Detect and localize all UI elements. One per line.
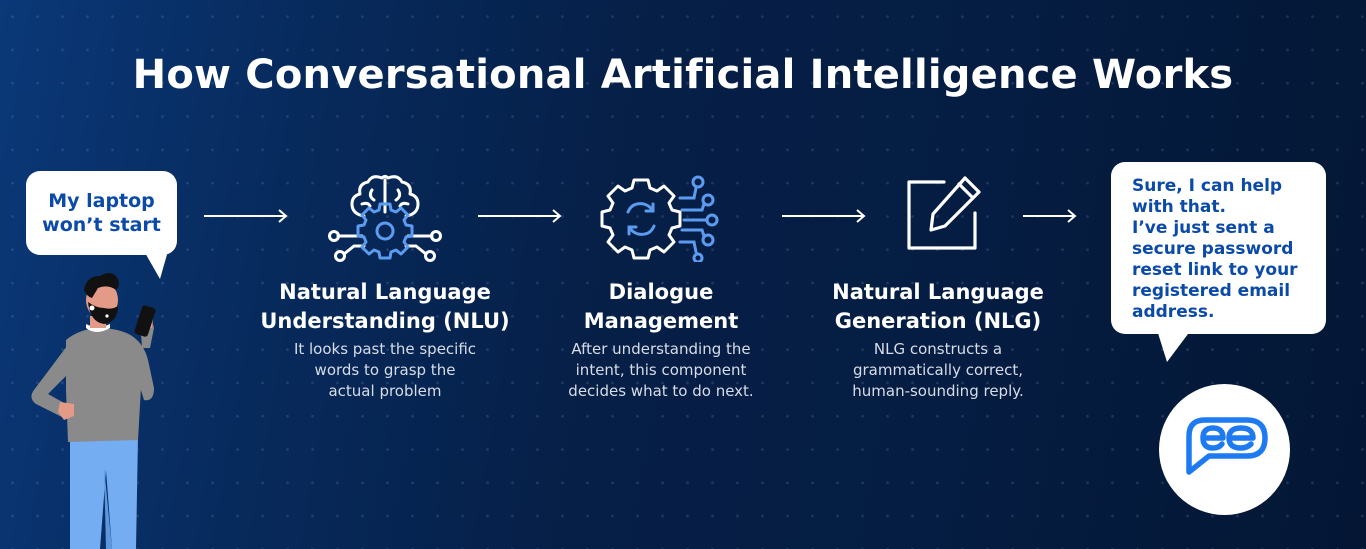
step-description: NLG constructs a grammatically correct, … xyxy=(808,339,1068,402)
step-dialogue-management: Dialogue Management After understanding … xyxy=(531,172,791,402)
gear-refresh-circuit-icon xyxy=(600,175,719,262)
step-description-line: After understanding the xyxy=(571,340,751,358)
bubble-tail xyxy=(1157,330,1191,362)
step-description-line: NLG constructs a xyxy=(873,340,1003,358)
step-nlu: Natural Language Understanding (NLU) It … xyxy=(245,172,525,402)
step-heading-line: Understanding (NLU) xyxy=(260,309,510,333)
brain-gear-icon xyxy=(328,175,442,262)
ee-chat-logo-icon xyxy=(1186,417,1268,475)
step-description-line: words to grasp the xyxy=(314,361,456,379)
arrow-right-icon xyxy=(204,209,288,223)
bot-message-line: I’ve just sent a xyxy=(1132,218,1275,238)
step-description: After understanding the intent, this com… xyxy=(531,339,791,402)
person-holding-phone-icon xyxy=(31,273,156,549)
step-heading-line: Management xyxy=(583,309,739,333)
edit-pencil-icon xyxy=(907,176,981,250)
user-speech-bubble: My laptop won’t start xyxy=(26,171,177,279)
step-heading-line: Natural Language xyxy=(832,280,1044,304)
step-description-line: It looks past the specific xyxy=(293,340,477,358)
bubble-tail xyxy=(144,251,168,279)
step-description-line: intent, this component xyxy=(575,361,747,379)
bot-message-line: secure password xyxy=(1132,239,1294,259)
arrow-right-icon xyxy=(1023,209,1077,223)
step-heading: Natural Language Understanding (NLU) xyxy=(245,278,525,336)
step-description-line: actual problem xyxy=(328,382,442,400)
step-heading-line: Natural Language xyxy=(279,280,491,304)
bot-avatar xyxy=(1159,384,1290,515)
person-illustration xyxy=(20,270,170,549)
arrow-right-icon xyxy=(478,209,562,223)
step-heading-line: Dialogue xyxy=(608,280,714,304)
step-description-line: decides what to do next. xyxy=(568,382,754,400)
bot-message-line: reset link to your xyxy=(1132,260,1298,280)
bot-message-line: address. xyxy=(1132,302,1215,322)
step-description-line: grammatically correct, xyxy=(852,361,1024,379)
step-description: It looks past the specific words to gras… xyxy=(245,339,525,402)
user-message-line: won’t start xyxy=(42,214,161,236)
bot-message-line: Sure, I can help xyxy=(1132,176,1283,196)
step-description-line: human-sounding reply. xyxy=(852,382,1024,400)
step-heading: Natural Language Generation (NLG) xyxy=(808,278,1068,336)
flow-arrow-4 xyxy=(1023,209,1077,223)
bot-speech-bubble: Sure, I can help with that. I’ve just se… xyxy=(1111,162,1326,362)
step-heading: Dialogue Management xyxy=(531,278,791,336)
bot-message-line: with that. xyxy=(1132,197,1226,217)
flow-arrow-3 xyxy=(782,209,866,223)
flow-arrow-2 xyxy=(478,209,562,223)
step-heading-line: Generation (NLG) xyxy=(834,309,1042,333)
bot-message-line: registered email xyxy=(1132,281,1291,301)
page-title: How Conversational Artificial Intelligen… xyxy=(132,52,1234,98)
user-message-line: My laptop xyxy=(48,190,155,212)
step-nlg: Natural Language Generation (NLG) NLG co… xyxy=(808,172,1068,402)
flow-arrow-1 xyxy=(204,209,288,223)
arrow-right-icon xyxy=(782,209,866,223)
